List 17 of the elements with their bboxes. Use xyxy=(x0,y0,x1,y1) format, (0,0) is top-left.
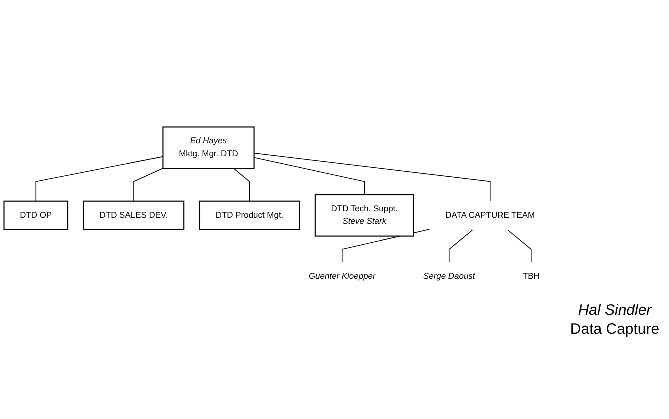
node-box: DTD SALES DEV. xyxy=(83,201,185,231)
node-text: Guenter Kloepper xyxy=(308,272,376,282)
node-box: DTD Product Mgt. xyxy=(199,201,300,231)
person-name: Hal Sindler xyxy=(577,302,653,319)
node-text: DATA CAPTURE TEAM xyxy=(446,211,536,220)
role-label: Data Capture xyxy=(569,321,661,338)
connector xyxy=(507,230,532,264)
node-box: DTD Tech. Suppt. Steve Stark xyxy=(314,194,414,238)
node-text: Serge Daoust xyxy=(423,272,476,282)
connector xyxy=(36,156,164,202)
connector xyxy=(254,153,491,202)
connector xyxy=(254,158,366,196)
node-text: TBH xyxy=(522,272,540,282)
connector xyxy=(233,168,250,202)
node-box: Ed Hayes Mktg. Mgr. DTD xyxy=(162,126,255,170)
node-box: DTD OP xyxy=(4,201,69,231)
connector xyxy=(448,230,474,264)
